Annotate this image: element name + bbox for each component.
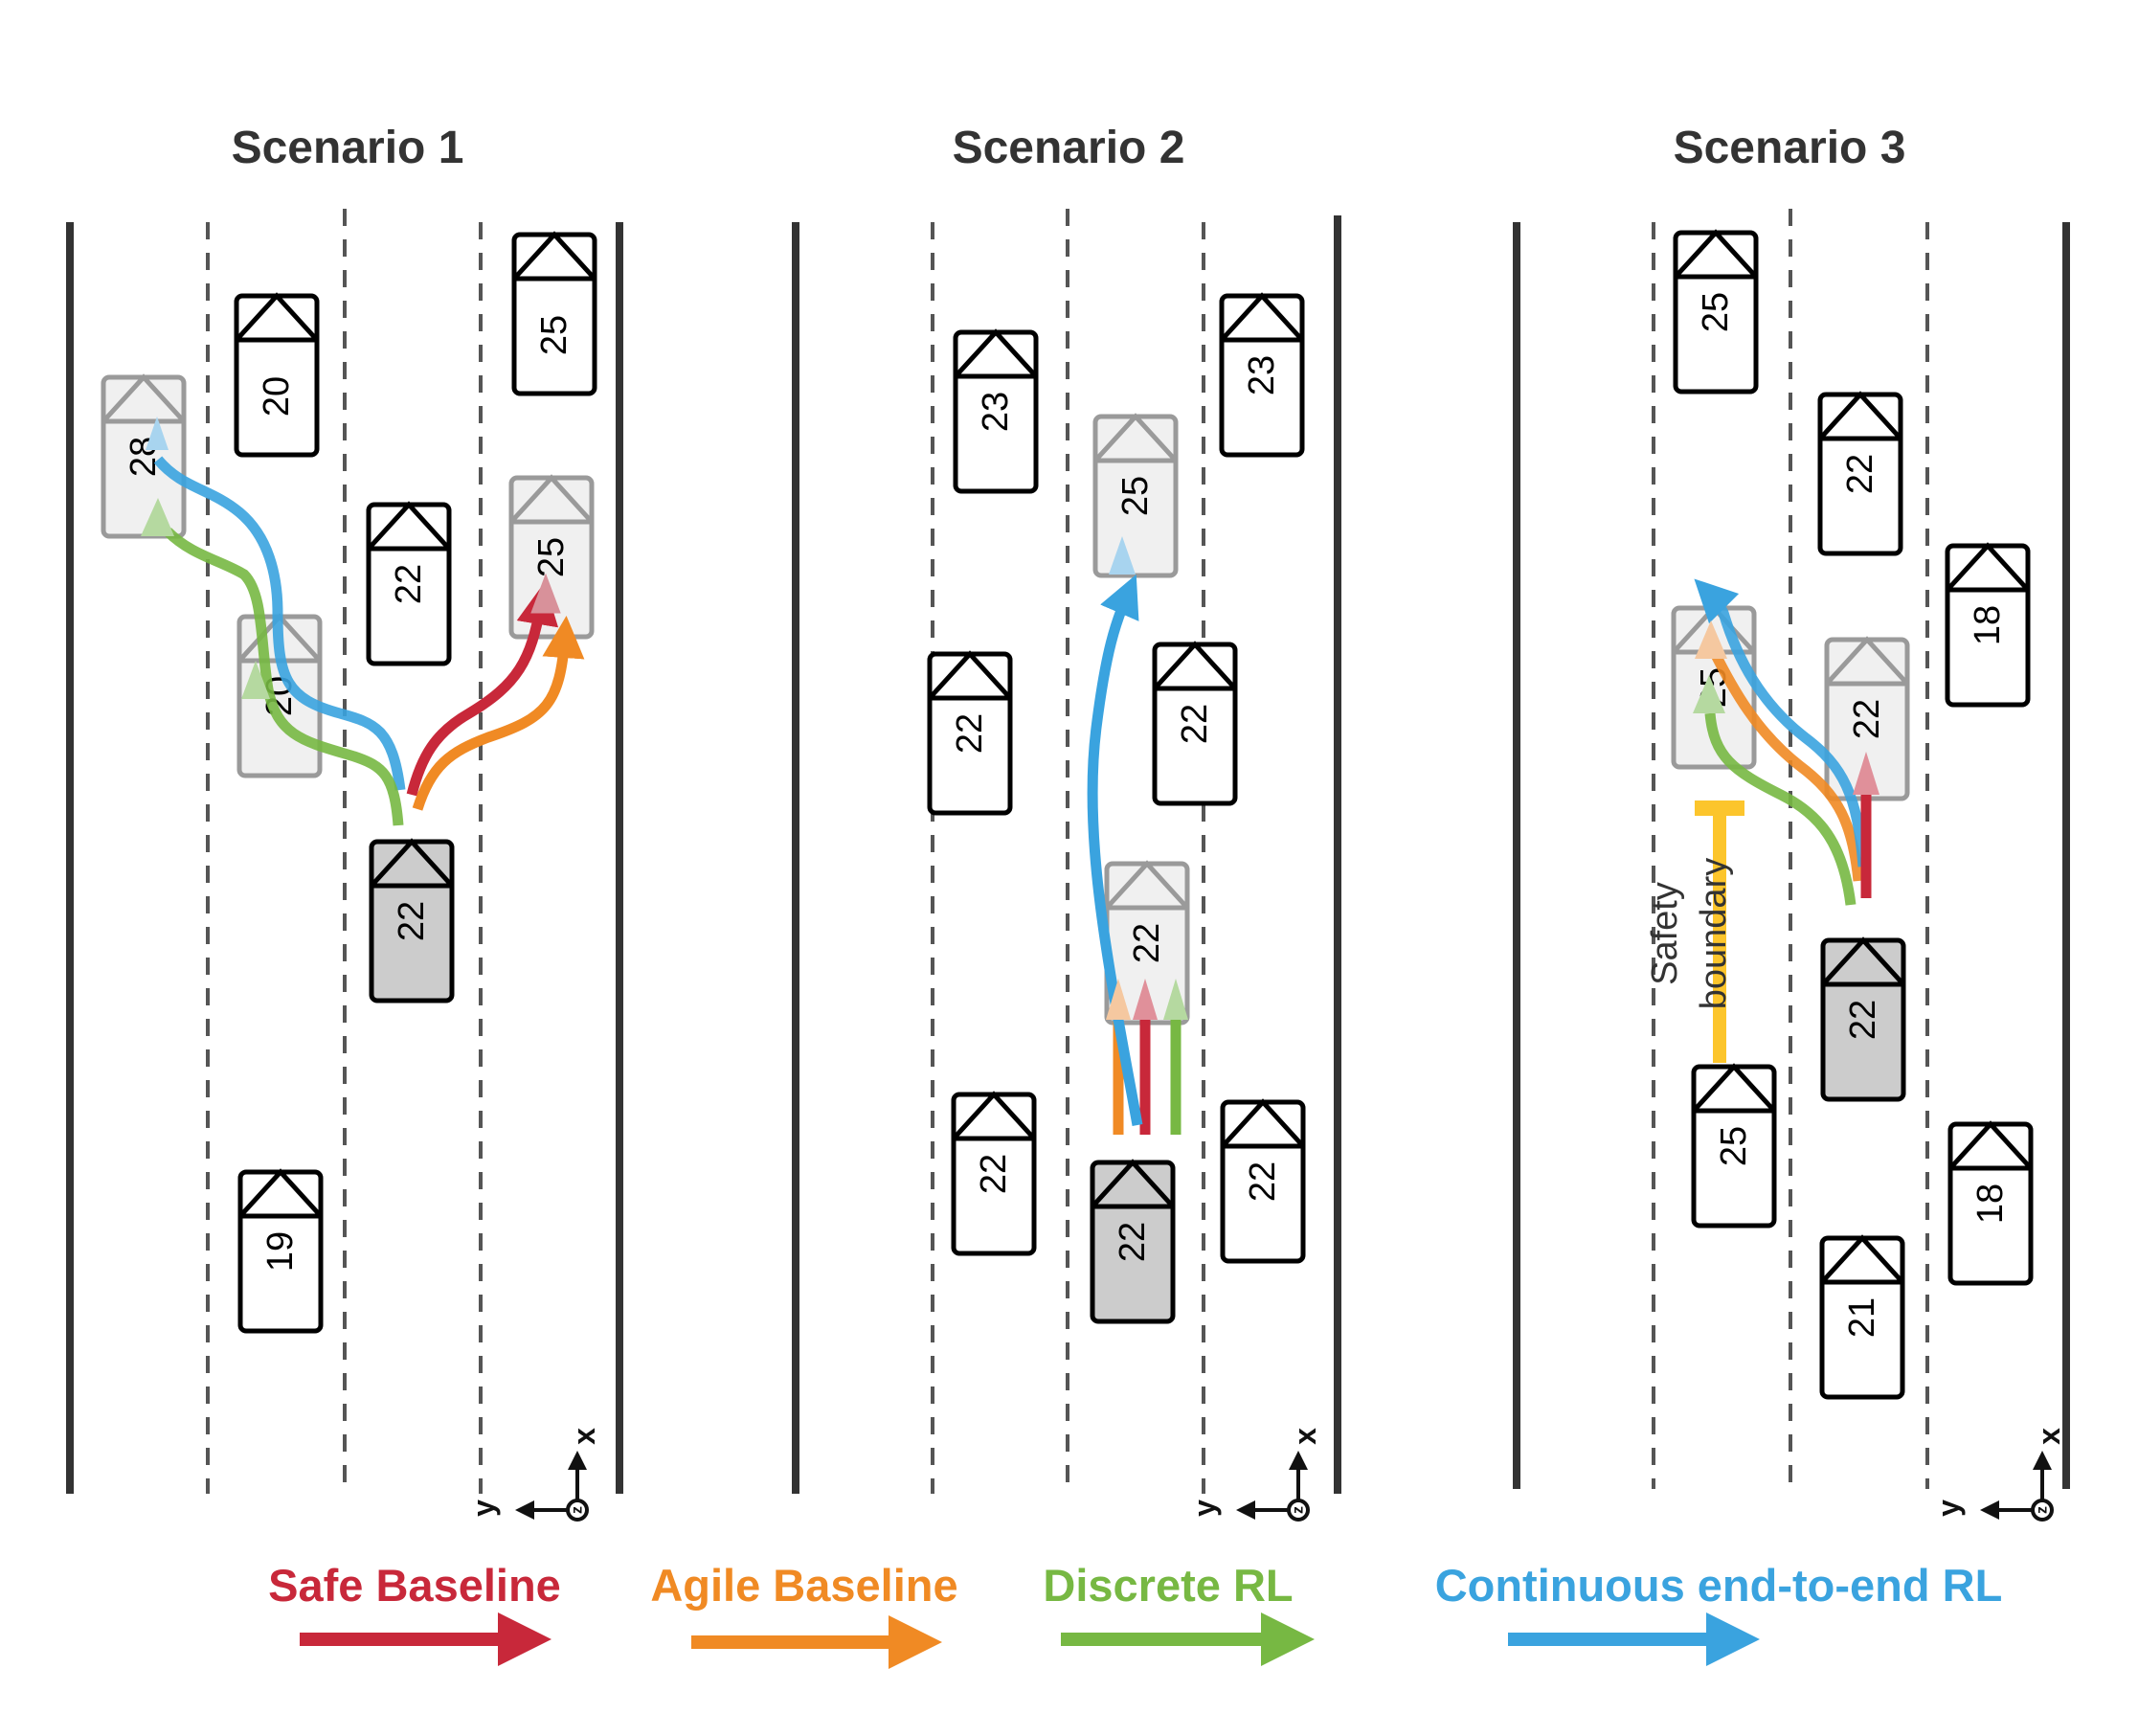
trajectory-end-marker (1133, 979, 1158, 1020)
vehicle-speed: 25 (1115, 476, 1156, 516)
axis-label-x: x (1288, 1428, 1322, 1445)
scenario-2-title: Scenario 2 (953, 123, 1185, 173)
vehicle: 18 (1947, 1120, 2034, 1286)
legend-item-agile-baseline: Agile Baseline (650, 1560, 958, 1669)
trajectory-end-marker (146, 417, 169, 450)
axis-label-x: x (2032, 1428, 2066, 1445)
vehicle: 22 (1817, 391, 1903, 556)
vehicle-speed: 22 (1843, 1000, 1883, 1040)
trajectory-end-marker (1163, 979, 1188, 1020)
axes-glyph: x y z (466, 1428, 601, 1522)
trajectory-end-marker (1109, 536, 1136, 575)
axis-label-y: y (1931, 1499, 1966, 1517)
vehicle: 22 (951, 1091, 1037, 1256)
trajectory-agile-baseline (412, 616, 585, 811)
safety-boundary-cap (1695, 800, 1744, 816)
vehicle: 22 (927, 650, 1013, 816)
vehicle-speed: 22 (1113, 1222, 1153, 1262)
trajectory-continuous-rl (1694, 578, 1869, 868)
legend-label: Safe Baseline (268, 1560, 561, 1611)
vehicle-ghost: 25 (1092, 413, 1179, 578)
ego-vehicle: 22 (1820, 936, 1906, 1102)
safety-boundary-bar (1713, 804, 1726, 1063)
vehicle: 23 (953, 328, 1039, 494)
trajectory-safe-baseline (406, 582, 559, 797)
axis-label-y: y (1187, 1499, 1222, 1517)
vehicle-speed: 18 (1970, 1184, 2011, 1224)
vehicle-speed: 22 (1243, 1161, 1283, 1202)
vehicle-speed: 22 (392, 901, 432, 941)
vehicle: 25 (1673, 229, 1759, 395)
axis-label-z: z (570, 1506, 586, 1514)
safety-boundary-line1: Safety (1645, 882, 1685, 985)
safety-boundary-line2: boundary (1694, 858, 1734, 1009)
vehicle-speed: 22 (1847, 699, 1887, 739)
trajectory-end-marker (1853, 752, 1879, 795)
scenario-3: Scenario 3 Safety boundary 25 22 18 (1513, 123, 2070, 1522)
trajectory-discrete-rl (164, 527, 404, 826)
vehicle: 21 (1819, 1234, 1905, 1400)
vehicle-speed: 19 (260, 1231, 301, 1272)
axes-glyph: x y z (1931, 1428, 2066, 1522)
vehicle-speed: 22 (389, 564, 429, 604)
vehicle-speed: 20 (257, 376, 297, 417)
vehicle: 25 (511, 231, 597, 396)
trajectory-discrete-rl (1704, 712, 1857, 906)
axis-label-x: x (567, 1428, 601, 1445)
axis-label-z: z (2035, 1506, 2051, 1514)
trajectory-end-marker (1695, 620, 1727, 659)
vehicle-speed: 22 (974, 1154, 1014, 1194)
legend-item-safe-baseline: Safe Baseline (268, 1560, 561, 1666)
vehicle-ghost: 22 (1824, 636, 1910, 801)
vehicle-speed: 22 (950, 713, 990, 754)
vehicle: 22 (1220, 1098, 1306, 1264)
trajectory-end-marker (530, 573, 561, 614)
scenario-3-title: Scenario 3 (1674, 123, 1906, 173)
vehicle: 22 (1152, 641, 1238, 806)
trajectory-end-marker (241, 661, 270, 699)
vehicle-speed: 21 (1842, 1297, 1882, 1338)
ego-vehicle: 22 (1090, 1159, 1176, 1324)
axes-glyph: x y z (1187, 1428, 1322, 1522)
axis-label-z: z (1291, 1506, 1307, 1514)
trajectory-continuous-rl (153, 456, 406, 791)
vehicle-speed: 25 (531, 537, 572, 577)
ego-vehicle: 22 (369, 838, 455, 1003)
trajectory-end-marker (141, 498, 174, 536)
legend-label: Discrete RL (1043, 1560, 1293, 1611)
legend-label: Continuous end-to-end RL (1435, 1560, 2003, 1611)
vehicle-speed: 23 (1242, 355, 1282, 395)
vehicle: 19 (237, 1168, 324, 1334)
vehicle-speed: 18 (1968, 605, 2008, 645)
scenario-2: Scenario 2 23 23 25 22 22 (792, 123, 1341, 1522)
safety-boundary-label: Safety boundary (1645, 858, 1734, 1009)
trajectory-end-marker (1106, 979, 1131, 1020)
legend: Safe Baseline Agile Baseline Discrete RL… (268, 1560, 2003, 1669)
axis-label-y: y (466, 1499, 501, 1517)
vehicle-speed: 25 (1696, 292, 1736, 332)
scenario-1-title: Scenario 1 (232, 123, 464, 173)
legend-item-continuous-rl: Continuous end-to-end RL (1435, 1560, 2003, 1666)
vehicle: 20 (234, 292, 320, 458)
vehicle: 22 (366, 501, 452, 666)
vehicle: 25 (1691, 1063, 1777, 1229)
trajectory-agile-baseline (1709, 648, 1864, 882)
vehicle-ghost: 28 (101, 373, 187, 539)
legend-item-discrete-rl: Discrete RL (1043, 1560, 1315, 1666)
vehicle-speed: 22 (1840, 454, 1880, 494)
trajectory-end-marker (1693, 675, 1725, 713)
vehicle-speed: 25 (534, 315, 574, 355)
scenario-1: Scenario 1 20 25 28 22 (66, 123, 623, 1522)
legend-label: Agile Baseline (650, 1560, 957, 1611)
vehicle: 18 (1945, 542, 2031, 708)
vehicle-speed: 22 (1175, 704, 1215, 744)
vehicle-speed: 23 (976, 392, 1016, 432)
vehicle-speed: 22 (1127, 923, 1167, 963)
vehicle: 23 (1219, 292, 1305, 458)
vehicle-speed: 25 (1714, 1126, 1754, 1166)
